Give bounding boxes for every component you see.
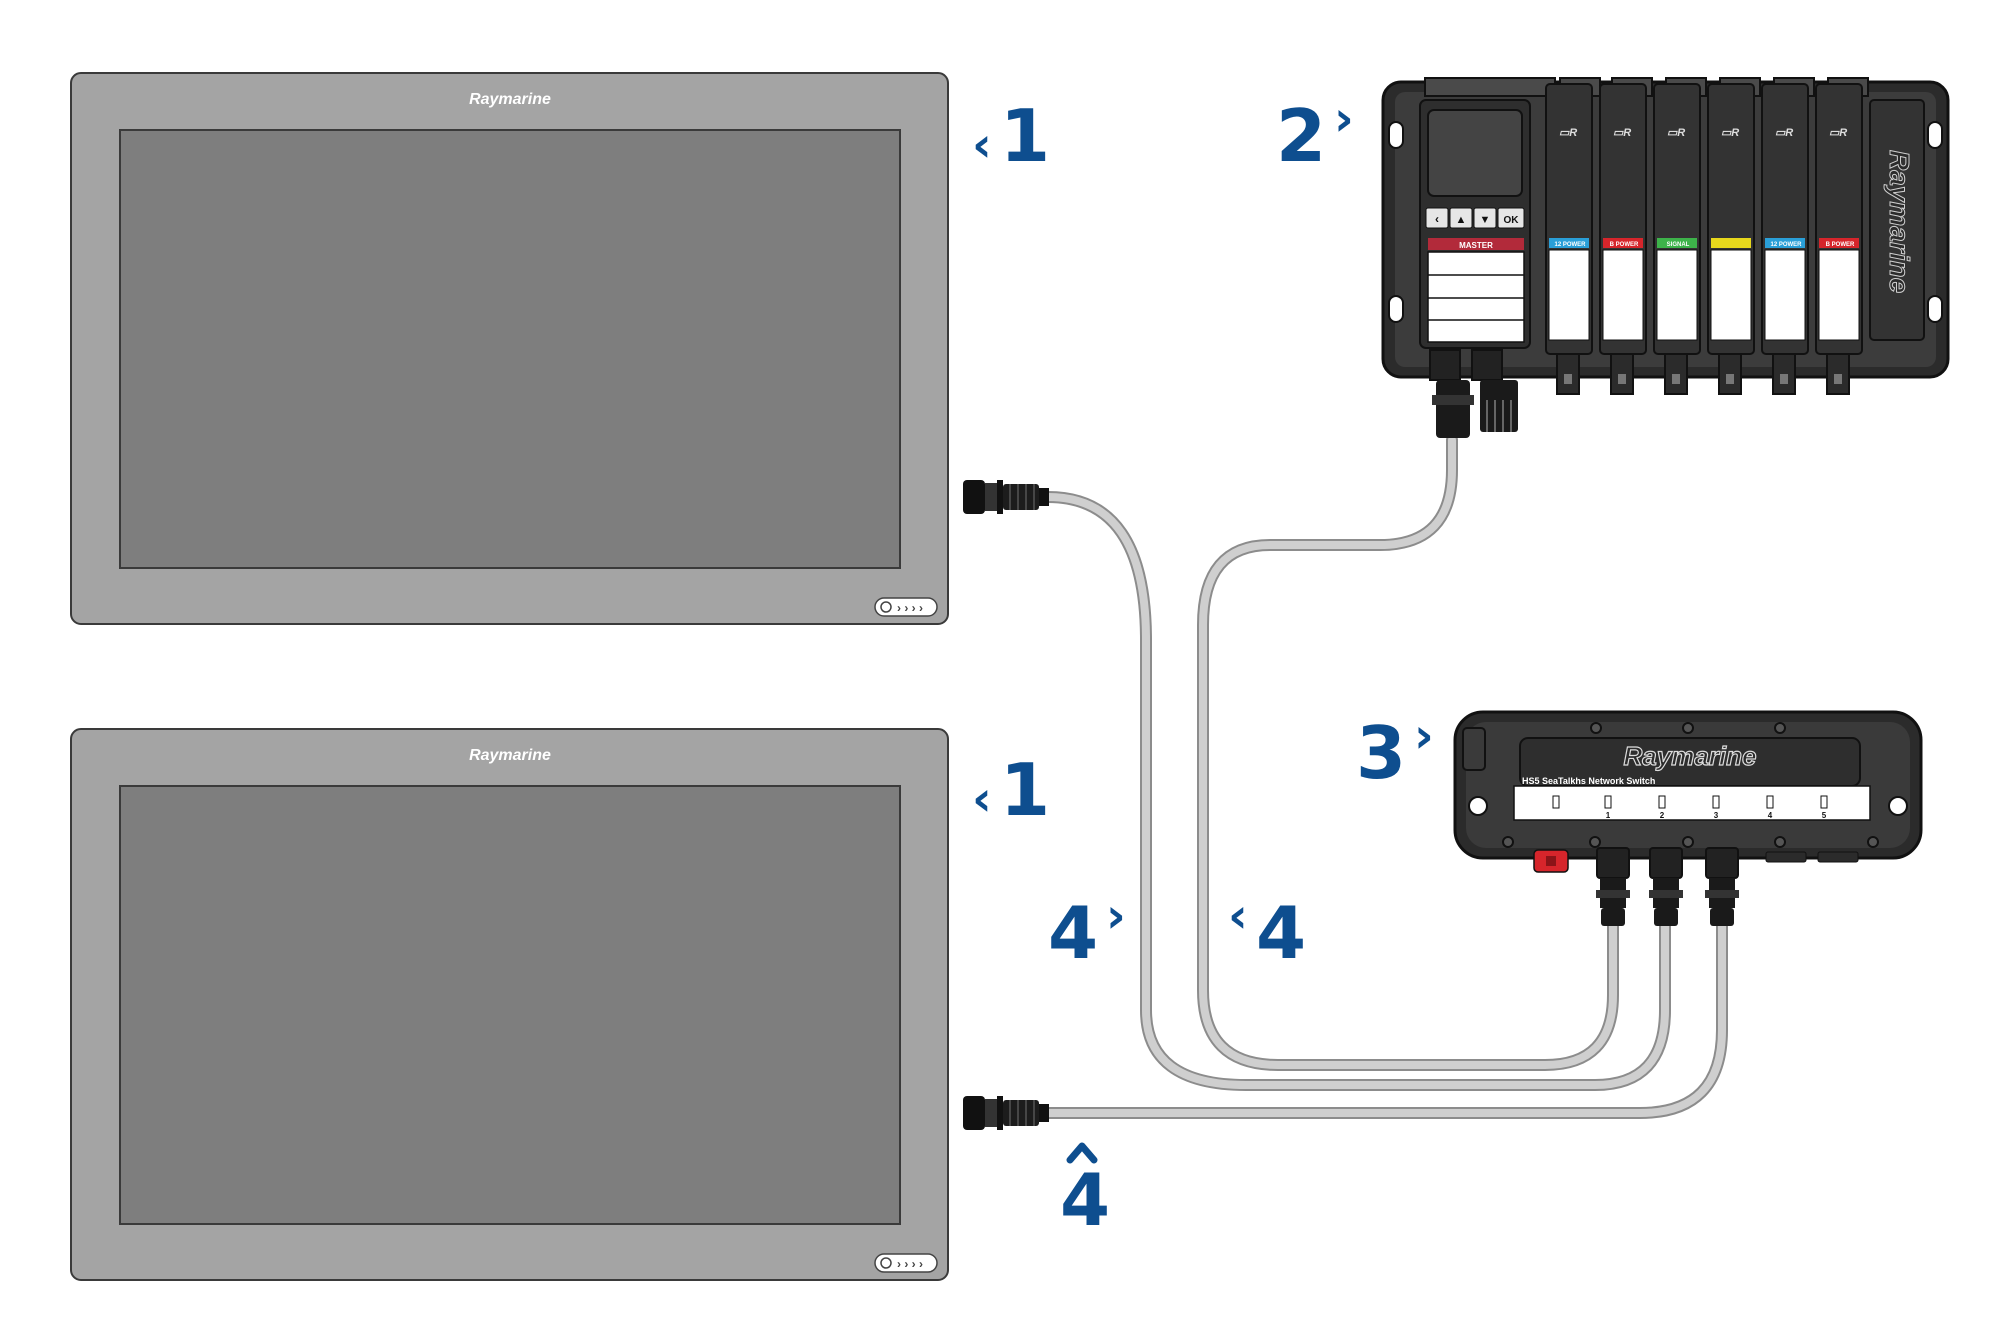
switch-ports-labels: 1 2 3 4 5 bbox=[1552, 795, 1828, 820]
callout-1-top: ‹ 1 bbox=[972, 94, 1050, 178]
channel-3: ▭R SIGNAL bbox=[1653, 83, 1701, 395]
keypad-up-key[interactable]: ▲ bbox=[1456, 214, 1467, 226]
chevron-left-icon: ‹ bbox=[972, 771, 992, 827]
callout-1-bottom: ‹ 1 bbox=[972, 748, 1050, 832]
channel-5: ▭R 12 POWER bbox=[1761, 83, 1809, 395]
svg-text:▭R: ▭R bbox=[1559, 127, 1577, 139]
svg-text:▭R: ▭R bbox=[1829, 127, 1847, 139]
svg-text:1: 1 bbox=[1000, 94, 1050, 178]
network-switch: Raymarine HS5 SeaTalkhs Network Switch 1… bbox=[1356, 708, 1923, 926]
keypad-ok-key[interactable]: OK bbox=[1504, 215, 1520, 226]
power-module: ‹ ▲ ▼ OK MASTER ▭R 12 POWER ▭R bbox=[1276, 77, 1950, 438]
display-2: Raymarine › › › › ‹ 1 bbox=[70, 728, 1050, 1281]
module-lcd bbox=[1427, 109, 1523, 197]
cable-display2-to-switch bbox=[1042, 919, 1728, 1119]
chevron-up-icon bbox=[1066, 1142, 1098, 1164]
power-icon bbox=[880, 1257, 892, 1269]
svg-text:SIGNAL: SIGNAL bbox=[1667, 242, 1690, 248]
svg-text:12 POWER: 12 POWER bbox=[1770, 242, 1802, 248]
chevron-left-icon: ‹ bbox=[972, 117, 992, 173]
svg-text:▭R: ▭R bbox=[1721, 127, 1739, 139]
display-1-brand: Raymarine bbox=[469, 91, 551, 108]
svg-text:12 POWER: 12 POWER bbox=[1554, 242, 1586, 248]
chevron-right-icon: › bbox=[1334, 91, 1354, 147]
module-brand: Raymarine bbox=[1884, 150, 1915, 293]
switch-power-port bbox=[1533, 849, 1569, 873]
channel-6: ▭R B POWER bbox=[1815, 83, 1863, 395]
svg-text:1: 1 bbox=[1000, 748, 1050, 832]
cable-powermodule-to-switch bbox=[1197, 434, 1619, 1071]
svg-text:▭R: ▭R bbox=[1775, 127, 1793, 139]
callout-4-left: 4 › bbox=[1048, 888, 1126, 975]
display-2-brand: Raymarine bbox=[469, 747, 551, 764]
display-1-connector bbox=[963, 480, 1049, 514]
svg-text:› › › ›: › › › › bbox=[897, 601, 923, 615]
callout-4-right: ‹ 4 bbox=[1228, 888, 1306, 975]
power-icon bbox=[880, 601, 892, 613]
display-1-screen bbox=[119, 129, 901, 569]
svg-text:4: 4 bbox=[1768, 811, 1773, 820]
display-2-connector bbox=[963, 1096, 1049, 1130]
svg-text:▭R: ▭R bbox=[1613, 127, 1631, 139]
svg-text:5: 5 bbox=[1822, 811, 1827, 820]
display-2-buttons[interactable]: › › › › bbox=[874, 1253, 938, 1273]
svg-text:2: 2 bbox=[1276, 94, 1326, 178]
svg-text:3: 3 bbox=[1356, 711, 1406, 795]
module-channels: ▭R 12 POWER ▭R B POWER ▭R SIGNAL bbox=[1545, 83, 1925, 395]
svg-text:› › › ›: › › › › bbox=[897, 1257, 923, 1271]
callout-4-bottom: 4 bbox=[1060, 1142, 1110, 1242]
switch-brand: Raymarine bbox=[1624, 741, 1757, 771]
svg-text:▭R: ▭R bbox=[1667, 127, 1685, 139]
module-bottom-connectors bbox=[1429, 349, 1518, 438]
svg-text:4: 4 bbox=[1048, 891, 1098, 975]
channel-4: ▭R bbox=[1707, 83, 1755, 395]
svg-text:2: 2 bbox=[1660, 811, 1665, 820]
module-end-cap: Raymarine bbox=[1869, 99, 1925, 341]
callout-2: 2 › bbox=[1276, 91, 1354, 178]
switch-title: HS5 SeaTalkhs Network Switch bbox=[1522, 776, 1655, 786]
display-1-buttons[interactable]: › › › › bbox=[874, 597, 938, 617]
svg-text:4: 4 bbox=[1256, 891, 1306, 975]
module-keypad[interactable]: ‹ ▲ ▼ OK bbox=[1425, 207, 1525, 229]
channel-1: ▭R 12 POWER bbox=[1545, 83, 1593, 395]
callout-3: 3 › bbox=[1356, 708, 1434, 795]
display-1: Raymarine › › › › ‹ 1 bbox=[70, 72, 1050, 625]
svg-text:1: 1 bbox=[1606, 811, 1611, 820]
keypad-down-key[interactable]: ▼ bbox=[1480, 214, 1491, 226]
chevron-right-icon: › bbox=[1414, 708, 1434, 764]
chevron-right-icon: › bbox=[1106, 888, 1126, 944]
display-2-screen bbox=[119, 785, 901, 1225]
cable-display1-to-switch bbox=[1042, 491, 1671, 1091]
channel-2: ▭R B POWER bbox=[1599, 83, 1647, 395]
master-label: MASTER bbox=[1459, 241, 1493, 250]
switch-port-connectors bbox=[1596, 847, 1859, 926]
chevron-left-icon: ‹ bbox=[1228, 888, 1248, 944]
keypad-back-key[interactable]: ‹ bbox=[1435, 212, 1439, 226]
svg-text:B POWER: B POWER bbox=[1610, 242, 1639, 248]
svg-text:3: 3 bbox=[1714, 811, 1719, 820]
cables bbox=[1042, 434, 1728, 1119]
svg-text:B POWER: B POWER bbox=[1826, 242, 1855, 248]
svg-text:4: 4 bbox=[1060, 1158, 1110, 1242]
